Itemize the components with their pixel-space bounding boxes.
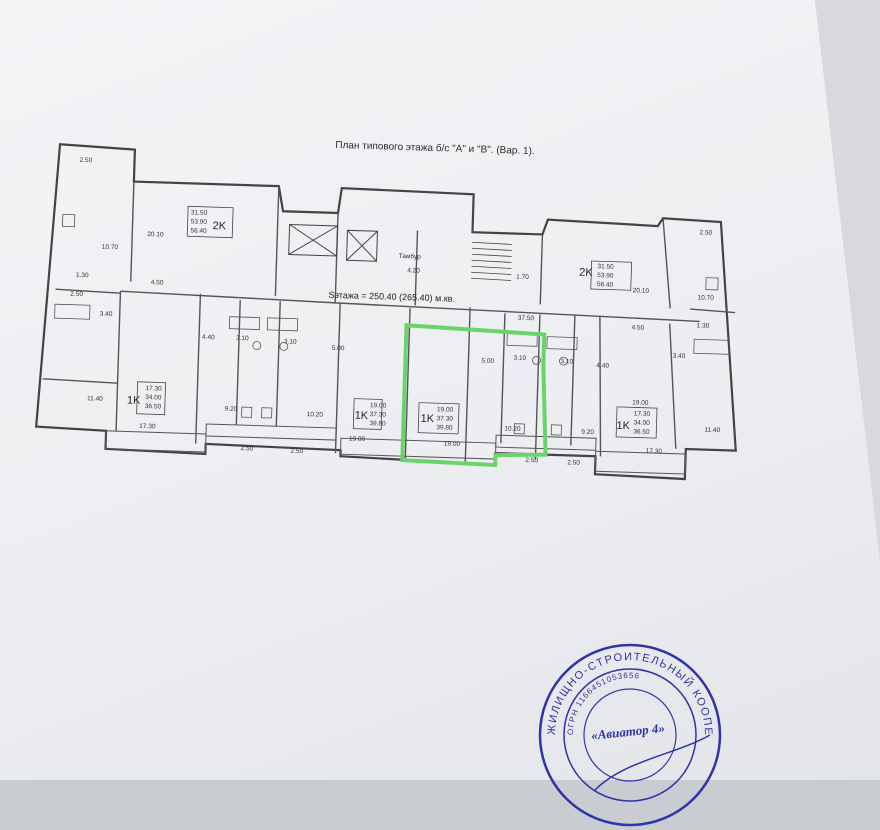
dim-label: 9.20 — [225, 406, 238, 413]
dim-label: 4.50 — [631, 324, 644, 331]
highlight-outline — [400, 323, 548, 468]
dim-label: 10.20 — [504, 425, 521, 433]
internal-walls — [42, 181, 736, 463]
dim-label: 10.70 — [102, 244, 119, 252]
dim-label: 4.40 — [202, 334, 215, 341]
dim-label: 5.00 — [481, 358, 494, 365]
apt-area: 37.30 — [436, 415, 453, 423]
apt-area: 34.00 — [633, 419, 650, 427]
floor-plan-drawing: 2.50 10.70 1.30 2.50 3.40 11.40 20.10 4.… — [34, 143, 737, 481]
apt-type: 2K — [212, 220, 226, 232]
apt-area: 17.30 — [145, 385, 162, 393]
apt-area: 36.50 — [633, 428, 650, 436]
paper-sheet — [0, 0, 880, 780]
dim-label: 37.50 — [518, 315, 535, 323]
dim-label: 3.10 — [284, 338, 297, 345]
apt-1k-b-box — [352, 398, 383, 430]
dim-label: 1.30 — [76, 272, 89, 279]
dim-label: 11.40 — [87, 395, 103, 403]
dim-label: 2.50 — [79, 157, 92, 164]
dim-label: 17.30 — [139, 423, 156, 431]
apt-area: 39.80 — [369, 420, 386, 428]
apt-area: 53.90 — [597, 272, 614, 280]
sanitary-fixtures — [54, 213, 730, 436]
apt-area: 56.40 — [597, 281, 614, 289]
dim-label: 4.40 — [596, 362, 609, 369]
apt-type: 1K — [354, 410, 368, 422]
dim-label: 10.20 — [307, 411, 324, 419]
dim-label: 2.50 — [567, 459, 580, 466]
dim-label: 3.10 — [560, 358, 573, 365]
apt-type: 1K — [127, 394, 141, 406]
dim-label: 3.40 — [100, 311, 113, 318]
dim-label: 2.50 — [290, 448, 303, 455]
dim-label: 2.50 — [240, 445, 253, 452]
apt-area: 36.50 — [145, 403, 162, 411]
dim-label: 19.00 — [349, 435, 366, 443]
apt-area: 53.90 — [191, 218, 208, 226]
dim-label: 3.40 — [673, 353, 686, 360]
apt-1k-a-box — [136, 381, 167, 416]
dim-label: 17.30 — [646, 448, 663, 456]
apt-2k-left-box — [186, 205, 234, 239]
dim-label: 10.70 — [697, 294, 714, 302]
signature-stroke — [594, 734, 711, 791]
dim-label: 3.10 — [236, 335, 249, 342]
apt-1k-d-box — [615, 406, 658, 439]
lift-shafts — [288, 223, 378, 262]
apt-2k-right-box — [590, 260, 633, 291]
tambur-label: Тамбур — [399, 252, 422, 261]
apt-area: 56.40 — [190, 227, 207, 235]
apt-area: 17.30 — [634, 410, 651, 418]
apt-1k-c-box — [417, 402, 460, 435]
dim-label: 1.30 — [697, 322, 710, 329]
dim-label: 1.70 — [516, 274, 529, 281]
dim-label: 3.10 — [513, 355, 526, 362]
apt-area: 19.00 — [437, 406, 454, 414]
dim-label: 4.20 — [407, 267, 420, 274]
apt-area: 39.80 — [436, 424, 453, 432]
apt-area: 31.50 — [597, 263, 614, 271]
apt-type: 1K — [420, 413, 434, 425]
dim-label: 5.00 — [332, 345, 345, 352]
apt-area: 37.30 — [370, 411, 387, 419]
dim-label: 2.50 — [70, 291, 83, 298]
dim-label: 9.20 — [581, 429, 594, 436]
dim-label: 20.10 — [147, 231, 164, 239]
apt-area: 19.00 — [370, 402, 387, 410]
balconies — [104, 423, 687, 475]
staircase — [471, 241, 513, 281]
dim-label: 19.00 — [444, 440, 461, 448]
dim-label: 4.50 — [151, 279, 164, 286]
apt-area: 34.00 — [145, 394, 162, 402]
apt-area: 31.50 — [191, 209, 208, 217]
dim-label: 2.50 — [699, 229, 712, 236]
dim-label: 19.00 — [632, 399, 649, 407]
apt-type: 1K — [616, 420, 630, 432]
dim-label: 20.10 — [633, 287, 650, 295]
apt-type: 2K — [579, 267, 593, 279]
dim-label: 2.50 — [525, 457, 538, 464]
floor-area-label: Sэтажа = 250.40 (265.40) м.кв. — [328, 290, 455, 304]
dim-label: 11.40 — [704, 427, 720, 435]
cooperative-stamp: ЖИЛИЩНО-СТРОИТЕЛЬНЫЙ КООПЕРАТИВ ОГРН 116… — [535, 640, 722, 827]
